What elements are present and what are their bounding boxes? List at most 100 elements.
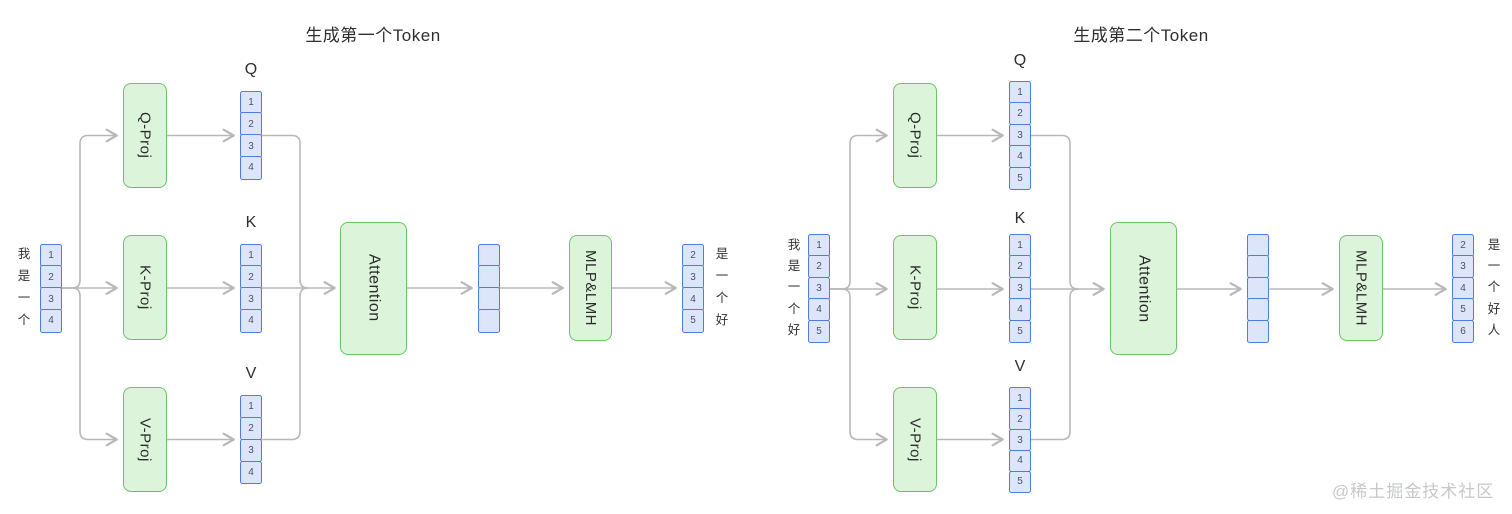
vector-cell: 3 xyxy=(1009,428,1031,452)
vector-cell: 1 xyxy=(808,234,830,257)
vector-cell: 2 xyxy=(1009,255,1031,279)
k-proj-box: K-Proj xyxy=(123,235,167,340)
connector xyxy=(1030,134,1079,290)
k-vector: 1 2 3 4 5 xyxy=(1009,234,1031,343)
vector-cell xyxy=(1247,276,1269,300)
connector xyxy=(829,128,888,290)
vector-cell: 6 xyxy=(1452,319,1474,343)
vector-cell: 4 xyxy=(682,287,704,311)
connector xyxy=(61,128,118,289)
v-vector-label: V xyxy=(1014,358,1026,375)
attention-output-vector xyxy=(478,243,500,333)
vector-cell xyxy=(478,243,500,267)
token-char: 个 xyxy=(715,290,729,305)
mlp-lmh-box: MLP&LMH xyxy=(1339,235,1383,341)
vector-cell: 2 xyxy=(1452,234,1474,257)
token-char: 一 xyxy=(17,290,31,305)
v-proj-box: V-Proj xyxy=(123,387,167,492)
vector-cell: 2 xyxy=(240,112,262,136)
vector-cell xyxy=(1247,255,1269,279)
q-vector-label: Q xyxy=(1013,52,1027,69)
vector-cell: 1 xyxy=(40,243,62,267)
connector xyxy=(1030,288,1079,441)
connector xyxy=(261,287,309,441)
token-char: 个 xyxy=(787,301,801,316)
vector-cell: 2 xyxy=(808,255,830,279)
vector-cell: 3 xyxy=(808,276,830,300)
input-embedding-vector: 1 2 3 4 5 xyxy=(808,234,830,343)
output-token-column: 是 一 个 好 人 xyxy=(1486,235,1502,342)
vector-cell: 5 xyxy=(1009,166,1031,190)
vector-cell xyxy=(1247,234,1269,257)
vector-cell: 4 xyxy=(40,309,62,333)
vector-cell: 5 xyxy=(682,309,704,333)
vector-cell: 2 xyxy=(1009,407,1031,431)
connector xyxy=(261,134,309,289)
input-token-column: 我 是 一 个 好 xyxy=(786,235,802,342)
vector-cell: 4 xyxy=(1009,449,1031,473)
vector-cell: 3 xyxy=(240,134,262,158)
vector-cell: 2 xyxy=(682,243,704,267)
token-char: 好 xyxy=(787,323,801,338)
v-vector-label: V xyxy=(245,365,257,382)
token-char: 是 xyxy=(17,268,31,283)
panel-title: 生成第二个Token xyxy=(1073,26,1209,45)
v-vector: 1 2 3 4 xyxy=(240,395,262,485)
vector-cell: 2 xyxy=(1009,102,1031,126)
token-char: 人 xyxy=(1487,323,1501,338)
vector-cell: 4 xyxy=(1009,298,1031,322)
token-char: 一 xyxy=(1487,258,1501,273)
attention-box: Attention xyxy=(340,221,407,355)
vector-cell: 1 xyxy=(240,243,262,267)
vector-cell: 1 xyxy=(240,90,262,114)
vector-cell xyxy=(478,287,500,311)
input-token-column: 我 是 一 个 xyxy=(16,244,32,332)
vector-cell: 4 xyxy=(240,309,262,333)
token-char: 我 xyxy=(787,237,801,252)
vector-cell: 3 xyxy=(240,287,262,311)
vector-cell: 1 xyxy=(1009,387,1031,410)
k-vector: 1 2 3 4 xyxy=(240,243,262,333)
token-char: 好 xyxy=(1487,301,1501,316)
connector xyxy=(61,287,118,447)
vector-cell: 3 xyxy=(1009,276,1031,300)
vector-cell: 4 xyxy=(240,156,262,180)
vector-cell: 3 xyxy=(240,438,262,463)
vector-cell: 1 xyxy=(1009,234,1031,257)
vector-cell: 5 xyxy=(1009,319,1031,343)
vector-cell: 4 xyxy=(808,298,830,322)
vector-cell: 3 xyxy=(40,287,62,311)
token-char: 一 xyxy=(787,280,801,295)
token-char: 是 xyxy=(1487,237,1501,252)
logits-vector: 2 3 4 5 6 xyxy=(1452,234,1474,343)
input-embedding-vector: 1 2 3 4 xyxy=(40,243,62,333)
vector-cell: 5 xyxy=(1452,298,1474,322)
k-vector-label: K xyxy=(245,214,257,231)
vector-cell xyxy=(478,309,500,333)
token-char: 我 xyxy=(17,247,31,261)
token-char: 一 xyxy=(715,268,729,283)
output-token-column: 是 一 个 好 xyxy=(714,244,730,332)
q-proj-box: Q-Proj xyxy=(123,83,167,188)
token-char: 是 xyxy=(715,247,729,261)
token-char: 好 xyxy=(715,312,729,327)
panel-title: 生成第一个Token xyxy=(305,26,441,45)
q-vector: 1 2 3 4 5 xyxy=(1009,81,1031,190)
token-char: 个 xyxy=(1487,280,1501,295)
q-vector-label: Q xyxy=(244,61,258,78)
mlp-lmh-box: MLP&LMH xyxy=(569,235,612,341)
logits-vector: 2 3 4 5 xyxy=(682,243,704,333)
vector-cell: 3 xyxy=(1009,123,1031,147)
q-proj-box: Q-Proj xyxy=(893,83,937,188)
vector-cell: 2 xyxy=(240,416,262,441)
vector-cell xyxy=(1247,319,1269,343)
vector-cell: 1 xyxy=(1009,81,1031,104)
vector-cell: 4 xyxy=(1009,145,1031,169)
vector-cell: 5 xyxy=(1009,470,1031,494)
vector-cell: 5 xyxy=(808,319,830,343)
vector-cell: 2 xyxy=(40,265,62,289)
connector xyxy=(829,288,888,447)
vector-cell: 4 xyxy=(240,460,262,485)
